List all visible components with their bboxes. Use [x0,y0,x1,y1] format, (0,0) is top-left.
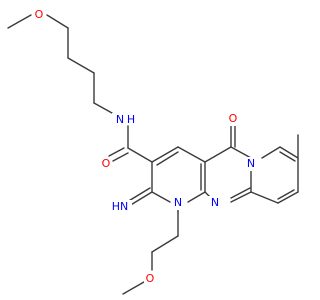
o-amide-label: O [102,157,111,170]
o-ketone-label: O [229,112,238,125]
ketone-oxygen: O [227,112,239,126]
n-bridge-label: N [247,157,255,170]
amide-oxygen: O [100,157,112,171]
h-amide-label: H [127,113,135,126]
molecule-structure: O N H O O N N HN N [7,8,299,295]
amide-nitrogen: N H [112,113,135,127]
bond [230,187,251,199]
bond [279,151,296,162]
bond [108,147,125,157]
bond [128,191,153,207]
label-background [171,196,185,210]
bond [230,146,252,159]
bond [151,191,171,203]
bond [177,146,206,163]
imine-nh: HN [108,200,132,214]
imino-label: HN [112,200,129,213]
label-background [144,272,156,286]
label-background [244,157,258,171]
bond [156,151,179,166]
bond [126,187,151,203]
bond [151,235,179,253]
atom-labels: O N H O O N N HN N [33,8,258,286]
methoxy-oxygen-bottom: O [144,272,156,286]
n-amide-label: N [116,113,124,126]
bond [46,14,69,29]
bridgehead-nitrogen: N [244,157,258,171]
bond [204,146,232,163]
alkyl-nitrogen: N [171,196,185,210]
label-background [108,200,132,214]
bonds [7,14,299,295]
label-background [227,112,239,126]
bond [277,189,295,200]
o-methoxy-bottom-label: O [146,272,155,285]
bond [67,57,95,74]
ring-nitrogen: N [208,196,222,210]
label-background [208,196,222,210]
bond [127,147,153,163]
bond [230,191,252,203]
bond [279,146,299,159]
n-alkyl-label: N [174,196,182,209]
bond [250,191,279,204]
bond [187,191,206,203]
bond [122,281,145,295]
bond [7,14,32,29]
methoxy-oxygen-top: O [33,8,45,22]
label-background [112,113,126,127]
bond [277,191,299,204]
bond [112,152,129,162]
bond [261,146,281,159]
bond [151,146,179,163]
n-ring-label: N [211,196,219,209]
o-methoxy-top-label: O [35,8,44,21]
label-background [100,157,112,171]
bond [93,102,113,114]
label-background [33,8,45,22]
